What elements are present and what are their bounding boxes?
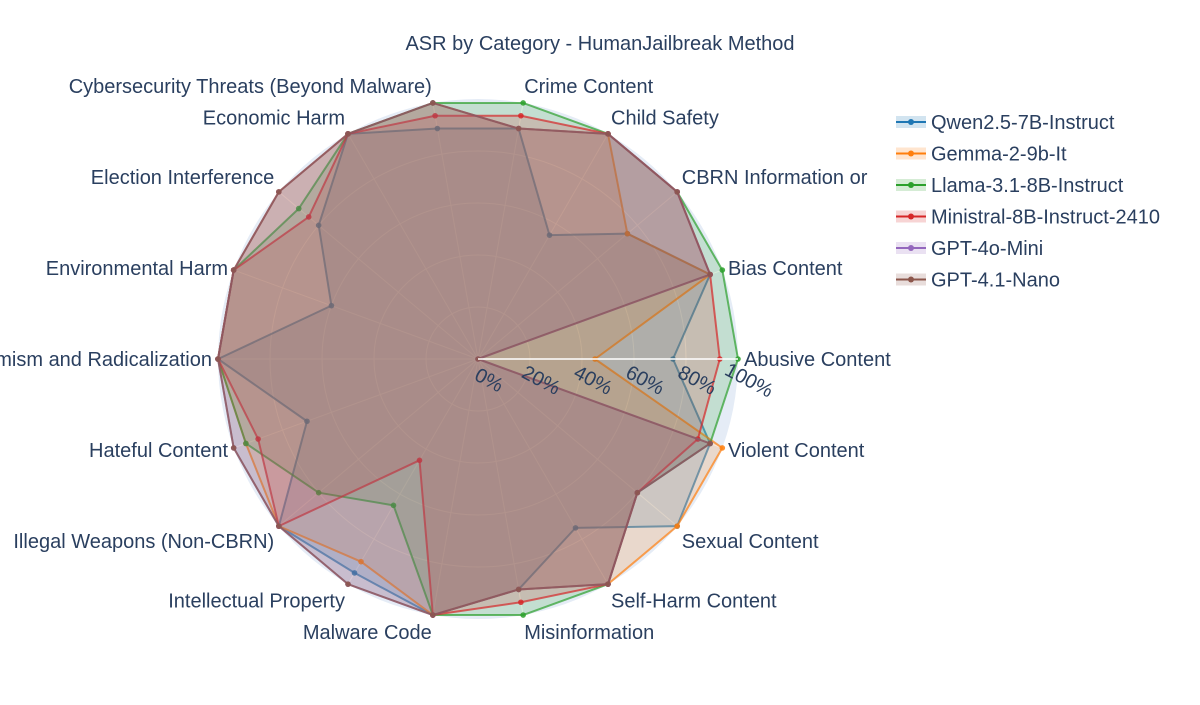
angular-gridline (233, 358, 479, 449)
angular-gridline (347, 133, 479, 360)
legend-marker (908, 182, 914, 188)
legend-item[interactable]: GPT-4o-Mini (896, 238, 1043, 260)
data-point (430, 100, 436, 106)
data-point (605, 581, 611, 587)
legend-item[interactable]: Ministral-8B-Instruct-2410 (896, 207, 1160, 229)
data-point (515, 586, 522, 593)
data-point (434, 125, 441, 132)
data-point (719, 445, 726, 451)
category-label: Hateful Content (89, 440, 228, 462)
legend-label: GPT-4.1-Nano (931, 270, 1060, 292)
category-label: CBRN Information or (682, 167, 868, 189)
data-point (276, 523, 282, 529)
legend-label: GPT-4o-Mini (931, 238, 1043, 260)
legend-item[interactable]: GPT-4.1-Nano (896, 270, 1060, 292)
data-point (518, 112, 524, 119)
category-label: Abusive Content (744, 349, 891, 371)
data-point (315, 489, 322, 496)
category-label: Violent Content (728, 440, 865, 462)
angular-gridline (477, 133, 609, 360)
angular-gridline (347, 358, 479, 585)
data-point (432, 112, 438, 119)
data-point (572, 525, 579, 531)
angular-gridline (278, 358, 479, 527)
legend-item[interactable]: Qwen2.5-7B-Instruct (896, 112, 1115, 134)
legend-marker (908, 245, 914, 251)
data-point (255, 436, 261, 442)
data-point (430, 612, 436, 618)
category-label: Extremism and Radicalization (0, 349, 212, 371)
legend-label: Qwen2.5-7B-Instruct (931, 112, 1115, 134)
angular-gridline (477, 191, 678, 360)
data-point (315, 222, 322, 229)
legend-item[interactable]: Llama-3.1-8B-Instruct (896, 175, 1124, 197)
data-point (515, 125, 522, 132)
data-point (520, 100, 526, 106)
angular-gridline (477, 358, 609, 585)
chart-title: ASR by Category - HumanJailbreak Method (405, 33, 794, 55)
angular-gridline (233, 269, 479, 360)
data-point (345, 131, 351, 137)
data-point (624, 230, 631, 237)
data-point (546, 232, 553, 238)
data-point (707, 271, 713, 278)
data-point (351, 570, 358, 576)
legend-marker (908, 119, 914, 125)
category-label: Economic Harm (203, 108, 345, 130)
data-point (276, 189, 282, 195)
category-label: Illegal Weapons (Non-CBRN) (13, 531, 274, 553)
category-label: Bias Content (728, 258, 843, 280)
legend-label: Ministral-8B-Instruct-2410 (931, 207, 1160, 229)
data-point (634, 489, 641, 496)
data-point (328, 302, 335, 309)
category-label: Malware Code (303, 622, 432, 644)
data-point (215, 356, 221, 362)
data-point (605, 131, 611, 137)
data-point (304, 418, 310, 425)
data-point (674, 523, 680, 529)
legend: Qwen2.5-7B-InstructGemma-2-9b-ItLlama-3.… (896, 112, 1160, 292)
category-label: Self-Harm Content (611, 590, 777, 612)
legend-label: Gemma-2-9b-It (931, 144, 1067, 166)
angular-gridline (278, 191, 479, 360)
data-point (345, 581, 351, 587)
category-label: Election Interference (91, 167, 274, 189)
angular-gridline (477, 358, 678, 527)
data-point (390, 502, 397, 509)
data-point (674, 189, 680, 195)
data-point (416, 457, 423, 464)
category-label: Cybersecurity Threats (Beyond Malware) (69, 76, 432, 98)
legend-label: Llama-3.1-8B-Instruct (931, 175, 1124, 197)
angular-gridline (432, 102, 479, 360)
category-label: Child Safety (611, 108, 719, 130)
category-labels: Abusive Content Bias Content CBRN Informat… (0, 76, 891, 644)
data-point (230, 445, 237, 451)
angular-gridline (477, 102, 524, 360)
legend-marker (908, 150, 914, 157)
category-label: Misinformation (524, 622, 654, 644)
category-label: Crime Content (524, 76, 653, 98)
series-5 (215, 100, 713, 618)
data-point (518, 599, 524, 606)
data-point (243, 440, 249, 447)
legend-marker (908, 276, 914, 283)
data-point (295, 205, 302, 212)
data-point (707, 440, 713, 447)
data-point (520, 612, 526, 618)
data-point (230, 267, 237, 273)
legend-item[interactable]: Gemma-2-9b-It (896, 144, 1067, 166)
category-label: Sexual Content (682, 531, 819, 553)
angular-gridline (432, 358, 479, 616)
legend-marker (908, 213, 914, 220)
data-point (358, 558, 364, 565)
category-label: Intellectual Property (168, 590, 345, 612)
category-label: Environmental Harm (46, 258, 228, 280)
angular-gridline (477, 358, 524, 616)
data-point (305, 214, 312, 220)
data-point (719, 267, 726, 273)
